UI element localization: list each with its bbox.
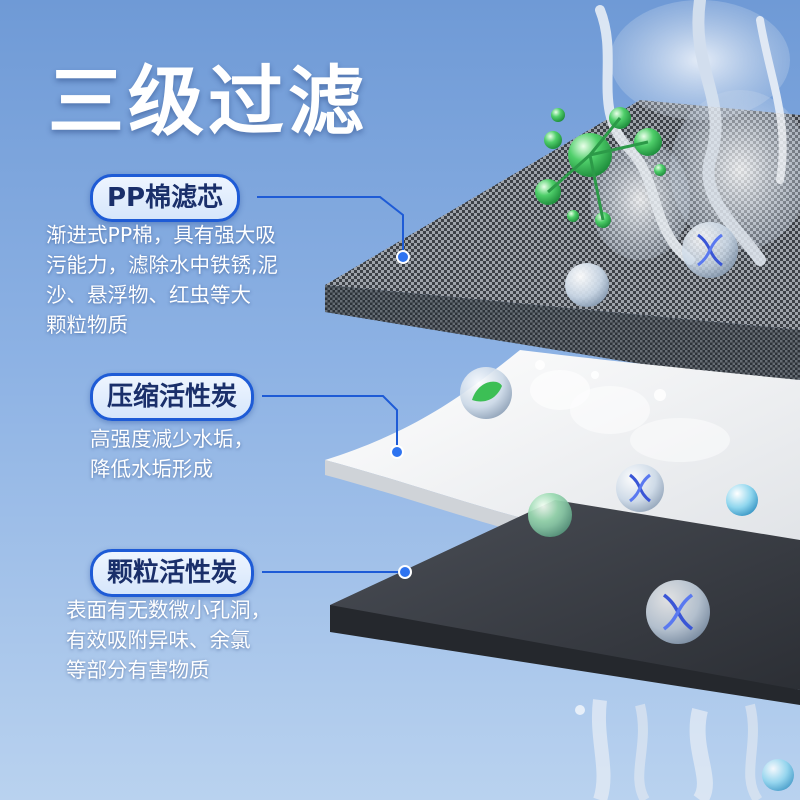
description-line: 表面有无数微小孔洞， (66, 598, 271, 622)
clear-bubble-icon (528, 263, 609, 537)
description-line: 颗粒物质 (46, 313, 128, 337)
water-droplets (530, 360, 730, 462)
leaf-bubble-icon (460, 367, 512, 419)
page-title: 三级过滤 (48, 57, 368, 146)
granular-carbon-label: 颗粒活性炭 (90, 549, 255, 597)
green-bubble-icon (535, 107, 666, 228)
compressed-carbon-description: 高强度减少水垢， 降低水垢形成 (90, 424, 254, 484)
dna-bubble-icon (616, 222, 738, 644)
pp-cotton-label: PP棉滤芯 (90, 174, 241, 222)
granular-carbon-description: 表面有无数微小孔洞， 有效吸附异味、余氯 等部分有害物质 (66, 595, 271, 685)
crystal-bubble-icon (726, 484, 794, 791)
pp-cotton-description: 渐进式PP棉，具有强大吸 污能力，滤除水中铁锈,泥 沙、悬浮物、红虫等大 颗粒物… (46, 220, 278, 340)
compressed-carbon-label: 压缩活性炭 (90, 373, 255, 421)
description-line: 等部分有害物质 (66, 658, 210, 682)
callout-connectors (257, 196, 412, 579)
description-line: 高强度减少水垢， (90, 427, 254, 451)
water-stream (575, 699, 763, 800)
description-line: 有效吸附异味、余氯 (66, 628, 251, 652)
description-line: 污能力，滤除水中铁锈,泥 (46, 253, 279, 277)
description-line: 沙、悬浮物、红虫等大 (46, 283, 251, 307)
description-line: 渐进式PP棉，具有强大吸 (46, 223, 276, 247)
description-line: 降低水垢形成 (90, 457, 213, 481)
